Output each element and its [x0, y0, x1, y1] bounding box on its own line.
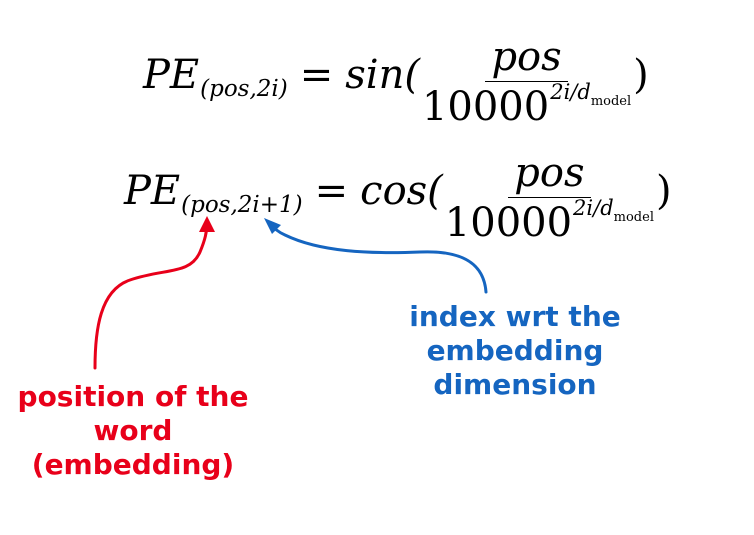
annotation-index-embedding-dim: index wrt the embedding dimension [400, 300, 630, 402]
annotation-line: word [93, 414, 173, 447]
equation-pe-cos: PE (pos,2i+1) = cos( pos 10000 2i/dmodel… [124, 144, 672, 245]
denominator-exponent: 2i/dmodel [550, 80, 632, 109]
annotation-line: index wrt the [409, 300, 621, 333]
fraction: pos 10000 2i/dmodel [445, 152, 654, 245]
annotation-line: position of the [17, 380, 249, 413]
numerator: pos [485, 36, 568, 82]
blue-arrowhead [264, 218, 281, 234]
denominator-base: 10000 [421, 84, 550, 130]
annotation-line: dimension [433, 368, 597, 401]
equals-sign: = [314, 167, 349, 214]
close-paren: ) [655, 167, 672, 214]
exponent-subscript: model [613, 210, 654, 225]
red-arrow [93, 220, 209, 370]
equation-pe-sin: PE (pos,2i) = sin( pos 10000 2i/dmodel ) [143, 28, 649, 129]
red-arrowhead [199, 216, 215, 232]
numerator: pos [508, 152, 591, 198]
denominator-base: 10000 [444, 200, 573, 246]
lhs-subscript: (pos,2i+1) [181, 191, 303, 218]
blue-arrow [268, 222, 488, 294]
annotation-line: embedding [426, 334, 604, 367]
lhs-pe: PE [124, 167, 181, 214]
function-cos: cos( [360, 167, 443, 214]
fraction: pos 10000 2i/dmodel [422, 36, 631, 129]
denominator: 10000 2i/dmodel [444, 196, 654, 246]
annotation-position-of-word: position of the word (embedding) [8, 380, 258, 482]
lhs-pe: PE [143, 51, 200, 98]
close-paren: ) [633, 51, 649, 98]
denominator: 10000 2i/dmodel [421, 80, 632, 130]
denominator-exponent: 2i/dmodel [573, 196, 654, 225]
function-sin: sin( [345, 51, 420, 98]
lhs-subscript: (pos,2i) [200, 75, 288, 102]
annotation-line: (embedding) [31, 448, 235, 481]
equals-sign: = [299, 51, 334, 98]
exponent-subscript: model [590, 94, 632, 109]
